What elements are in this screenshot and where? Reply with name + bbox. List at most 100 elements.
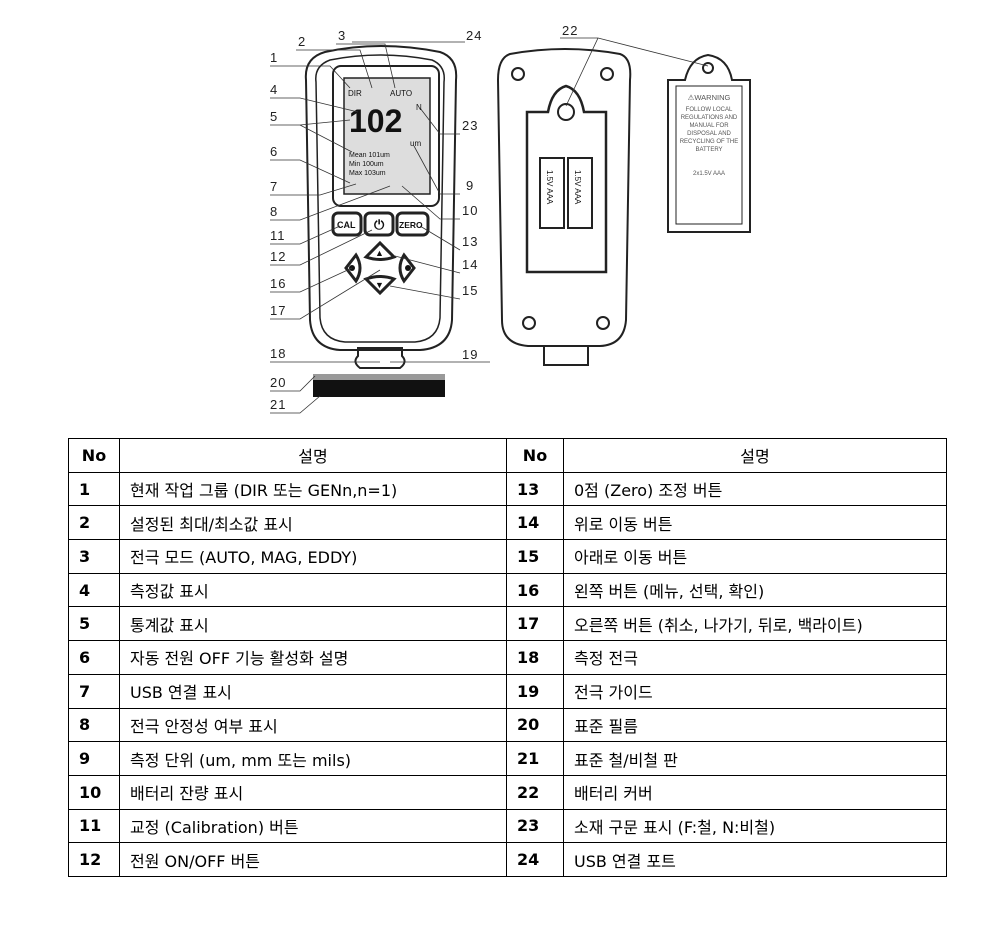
item-description: 표준 철/비철 판 xyxy=(563,741,947,776)
item-description: 측정 단위 (um, mm 또는 mils) xyxy=(119,741,507,776)
left-button xyxy=(344,252,362,284)
item-description: 전원 ON/OFF 버튼 xyxy=(119,842,507,877)
warning-line: REGULATIONS AND xyxy=(681,115,738,121)
screw xyxy=(600,67,614,81)
callout-number: 20 xyxy=(270,375,286,390)
callout-number: 5 xyxy=(270,109,278,124)
screen xyxy=(343,77,431,195)
power-button xyxy=(363,211,395,237)
battery-cover xyxy=(667,53,751,233)
item-number: 7 xyxy=(68,673,120,709)
item-number: 11 xyxy=(68,808,120,844)
callout-number: 13 xyxy=(462,234,478,249)
leader-lines xyxy=(270,37,709,414)
item-number: 17 xyxy=(506,606,564,642)
item-number: 10 xyxy=(68,774,120,810)
header-no: No xyxy=(506,438,564,473)
callout-number: 23 xyxy=(462,118,478,133)
reading: 102 xyxy=(349,103,402,139)
item-number: 3 xyxy=(68,539,120,574)
item-number: 9 xyxy=(68,741,120,776)
item-description: 표준 필름 xyxy=(563,707,947,743)
back-body xyxy=(496,48,632,347)
item-number: 13 xyxy=(506,471,564,507)
item-description: 배터리 커버 xyxy=(563,774,947,810)
zero-button xyxy=(395,211,430,237)
warning-line: FOLLOW LOCAL xyxy=(686,107,733,113)
item-description: 교정 (Calibration) 버튼 xyxy=(119,808,507,844)
item-number: 20 xyxy=(506,707,564,743)
dir-indicator: DIR xyxy=(348,89,362,98)
item-description: 측정값 표시 xyxy=(119,572,507,608)
item-number: 5 xyxy=(68,606,120,642)
callout-number: 10 xyxy=(462,203,478,218)
max: Max 103um xyxy=(349,170,386,177)
screw xyxy=(522,316,536,330)
callout-number: 17 xyxy=(270,303,286,318)
front-body xyxy=(304,45,458,351)
material-indicator: N xyxy=(416,103,422,112)
callout-number: 21 xyxy=(270,397,286,412)
item-description: 배터리 잔량 표시 xyxy=(119,774,507,810)
item-description: 전극 가이드 xyxy=(563,673,947,709)
callout-number: 16 xyxy=(270,276,286,291)
mean: Mean 101um xyxy=(349,152,390,159)
item-description: 현재 작업 그룹 (DIR 또는 GENn,n=1) xyxy=(119,471,507,507)
item-number: 12 xyxy=(68,842,120,877)
warning-spec: 2x1.5V AAA xyxy=(693,171,725,177)
callout-number: 22 xyxy=(562,23,578,38)
probe xyxy=(354,347,406,369)
item-number: 21 xyxy=(506,741,564,776)
item-description: USB 연결 표시 xyxy=(119,673,507,709)
item-number: 8 xyxy=(68,707,120,743)
callout-number: 8 xyxy=(270,204,278,219)
item-description: 전극 안정성 여부 표시 xyxy=(119,707,507,743)
callout-number: 4 xyxy=(270,82,278,97)
item-description: 0점 (Zero) 조정 버튼 xyxy=(563,471,947,507)
item-description: 전극 모드 (AUTO, MAG, EDDY) xyxy=(119,539,507,574)
screen-bezel xyxy=(332,65,440,207)
callout-number: 9 xyxy=(466,178,474,193)
callout-number: 3 xyxy=(338,28,346,43)
battery-compartment xyxy=(525,84,608,274)
header-no: No xyxy=(68,438,120,473)
callout-number: 11 xyxy=(270,228,286,243)
warning-title: ⚠WARNING xyxy=(688,93,731,102)
down-button xyxy=(363,275,397,296)
item-description: 왼쪽 버튼 (메뉴, 선택, 확인) xyxy=(563,572,947,608)
back-probe xyxy=(543,345,589,366)
callout-number: 12 xyxy=(270,249,286,264)
item-description: USB 연결 포트 xyxy=(563,842,947,877)
item-number: 19 xyxy=(506,673,564,709)
item-description: 오른쪽 버튼 (취소, 나가기, 뒤로, 백라이트) xyxy=(563,606,947,642)
item-description: 소재 구문 표시 (F:철, N:비철) xyxy=(563,808,947,844)
item-number: 4 xyxy=(68,572,120,608)
battery-slot xyxy=(539,157,565,229)
cal-label: CAL xyxy=(337,220,356,230)
device-diagram: DIR AUTO 102 N um Mean 101um Min 100um M… xyxy=(270,23,751,414)
callout-number: 6 xyxy=(270,144,278,159)
screw xyxy=(511,67,525,81)
cover-screw-hole xyxy=(702,62,714,74)
callout-number: 15 xyxy=(462,283,478,298)
front-body-inner xyxy=(315,54,445,343)
battery-label: 1.5V AAA xyxy=(545,170,554,205)
power-icon: ⏻ xyxy=(374,217,385,232)
header-desc: 설명 xyxy=(119,438,507,473)
item-description: 설정된 최대/최소값 표시 xyxy=(119,505,507,541)
item-description: 통계값 표시 xyxy=(119,606,507,642)
item-number: 18 xyxy=(506,640,564,675)
warning-line: DISPOSAL AND xyxy=(687,131,731,137)
item-number: 16 xyxy=(506,572,564,608)
